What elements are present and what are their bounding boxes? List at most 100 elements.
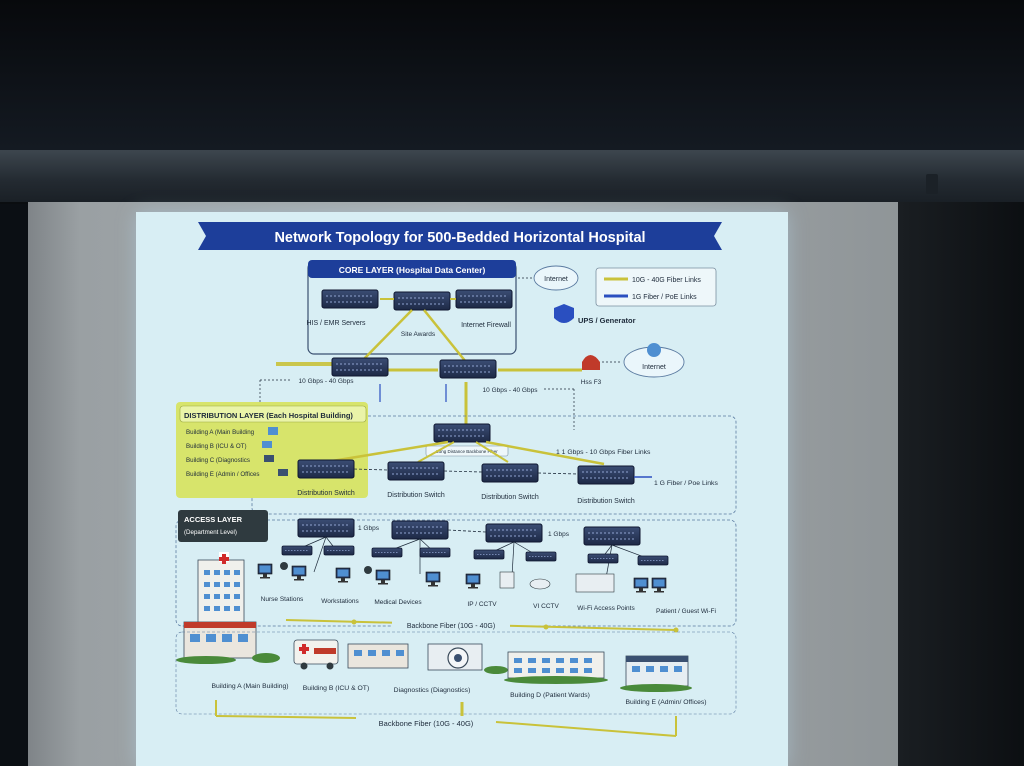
dist-building-b: Building B (ICU & OT) bbox=[186, 443, 247, 450]
projector-screen-housing bbox=[0, 150, 1024, 204]
servers-label: HIS / EMR Servers bbox=[306, 320, 366, 327]
guest-pc bbox=[651, 577, 667, 593]
internet-top-label: Internet bbox=[544, 276, 568, 283]
room-wall bbox=[898, 202, 1024, 766]
distribution-layer: DISTRIBUTION LAYER (Each Hospital Buildi… bbox=[176, 402, 737, 515]
globe-icon bbox=[647, 343, 661, 357]
backbone-fiber-2: Backbone Fiber (10G - 40G) bbox=[379, 719, 474, 728]
building-icon bbox=[264, 455, 274, 462]
access-point-building-icon bbox=[575, 573, 615, 593]
access-switch-4 bbox=[583, 526, 641, 546]
core-router bbox=[393, 291, 451, 311]
device-guest-wifi: Patient / Guest Wi-Fi bbox=[656, 608, 716, 615]
device-wifi-ap: Wi-Fi Access Points bbox=[577, 605, 635, 612]
access-switch-1 bbox=[297, 518, 355, 538]
core-speed-right: 10 Gbps - 40 Gbps bbox=[483, 387, 539, 394]
core-speed-left: 10 Gbps - 40 Gbps bbox=[299, 378, 355, 385]
legend-1g-label: 1G Fiber / PoE Links bbox=[632, 294, 697, 301]
dist-building-c: Building C (Diagnostics bbox=[186, 457, 250, 464]
internet-firewall bbox=[455, 289, 513, 309]
ups-generator: UPS / Generator bbox=[554, 304, 636, 325]
poe-label: 1 G Fiber / Poe Links bbox=[654, 480, 718, 487]
building-icon bbox=[268, 427, 278, 435]
access-switch-2 bbox=[391, 520, 449, 540]
edge-switch bbox=[473, 549, 505, 560]
dist-switch-label-2: Distribution Switch bbox=[387, 492, 445, 499]
edge-switch bbox=[587, 553, 619, 564]
dist-switch-label-4: Distribution Switch bbox=[577, 498, 635, 505]
medical-device-pc bbox=[425, 571, 441, 587]
edge-switch bbox=[323, 545, 355, 556]
access-speed-1: 1 Gbps bbox=[358, 525, 380, 532]
distribution-core-switch bbox=[433, 423, 491, 443]
internet-cloud-top: Internet bbox=[518, 265, 579, 291]
room-ceiling bbox=[0, 0, 1024, 150]
guest-pc bbox=[633, 577, 649, 593]
hss-firewall: Hss F3 bbox=[581, 355, 620, 386]
server-icon bbox=[499, 571, 515, 589]
hss-label: Hss F3 bbox=[581, 379, 602, 386]
dist-switch-label-1: Distribution Switch bbox=[297, 490, 355, 497]
building-icon bbox=[262, 441, 272, 448]
core-switch-right bbox=[439, 359, 497, 379]
hospital-tower bbox=[176, 552, 280, 664]
his-emr-server bbox=[321, 289, 379, 309]
firewall-label: Internet Firewall bbox=[461, 322, 511, 329]
ups-label: UPS / Generator bbox=[578, 316, 636, 325]
dist-building-a: Building A (Main Building bbox=[186, 429, 255, 436]
distribution-switch-3 bbox=[481, 463, 539, 483]
campus-buildings: Building A (Main Building) Building B (I… bbox=[211, 639, 707, 706]
distribution-switch-2 bbox=[387, 461, 445, 481]
internet-right-label: Internet bbox=[642, 364, 666, 371]
campus-diagnostics: Diagnostics (Diagnostics) bbox=[394, 687, 471, 694]
dist-switch-label-3: Distribution Switch bbox=[481, 494, 539, 501]
access-speed-2: 1 Gbps bbox=[548, 531, 570, 538]
core-layer-title: CORE LAYER (Hospital Data Center) bbox=[339, 265, 486, 275]
nurse-station-pc bbox=[257, 563, 273, 579]
campus-building-a: Building A (Main Building) bbox=[211, 683, 288, 690]
workstation-pc bbox=[291, 565, 307, 581]
cctv-camera-icon bbox=[529, 578, 551, 590]
device-nurse-stations: Nurse Stations bbox=[261, 596, 304, 603]
access-layer: ACCESS LAYER (Department Level) 1 Gbps 1… bbox=[175, 510, 737, 633]
person-icon bbox=[280, 562, 288, 570]
device-workstations: Workstations bbox=[321, 598, 359, 605]
shield-icon bbox=[554, 304, 574, 323]
internet-cloud-right: Internet bbox=[623, 343, 685, 378]
medical-device-pc bbox=[375, 569, 391, 585]
person-icon bbox=[364, 566, 372, 574]
ip-camera-pc bbox=[465, 573, 481, 589]
workstation-pc bbox=[335, 567, 351, 583]
distribution-layer-title: DISTRIBUTION LAYER (Each Hospital Buildi… bbox=[184, 411, 353, 420]
title-banner: Network Topology for 500-Bedded Horizont… bbox=[198, 222, 722, 250]
backbone-label: Long Distance Backbone Fiber bbox=[436, 449, 498, 454]
access-layer-title: ACCESS LAYER bbox=[184, 515, 243, 524]
edge-switch bbox=[419, 547, 451, 558]
legend: 10G - 40G Fiber Links 1G Fiber / PoE Lin… bbox=[595, 267, 717, 307]
fiber-speed-label: 1 1 Gbps - 10 Gbps Fiber Links bbox=[556, 449, 651, 456]
campus-building-d: Building D (Patient Wards) bbox=[510, 692, 590, 699]
campus-building-e: Building E (Admin/ Offices) bbox=[625, 699, 706, 706]
slide-title: Network Topology for 500-Bedded Horizont… bbox=[274, 230, 645, 246]
core-switch-left bbox=[331, 357, 389, 377]
legend-10g-label: 10G - 40G Fiber Links bbox=[632, 277, 701, 284]
backbone-fiber-bottom: Backbone Fiber (10G - 40G) bbox=[175, 631, 737, 737]
distribution-switch-1 bbox=[297, 459, 355, 479]
dist-building-e: Building E (Admin / Offices bbox=[186, 471, 259, 478]
awards-label: Site Awards bbox=[401, 331, 436, 338]
backbone-fiber-1: Backbone Fiber (10G - 40G) bbox=[407, 623, 495, 630]
device-vi-cctv: VI CCTV bbox=[533, 603, 559, 610]
campus-building-b: Building B (ICU & OT) bbox=[303, 685, 369, 692]
screen-bracket bbox=[926, 174, 938, 194]
access-layer-subtitle: (Department Level) bbox=[184, 529, 237, 536]
edge-switch bbox=[281, 545, 313, 556]
firewall-icon bbox=[582, 355, 600, 370]
edge-switch bbox=[525, 551, 557, 562]
network-topology-diagram: Network Topology for 500-Bedded Horizont… bbox=[175, 222, 737, 737]
edge-switch bbox=[371, 547, 403, 558]
slide: Network Topology for 500-Bedded Horizont… bbox=[136, 212, 788, 766]
device-medical-devices: Medical Devices bbox=[374, 599, 422, 606]
core-layer: CORE LAYER (Hospital Data Center) HIS / … bbox=[306, 260, 517, 355]
device-ip-cctv: IP / CCTV bbox=[467, 601, 497, 608]
access-switch-3 bbox=[485, 523, 543, 543]
